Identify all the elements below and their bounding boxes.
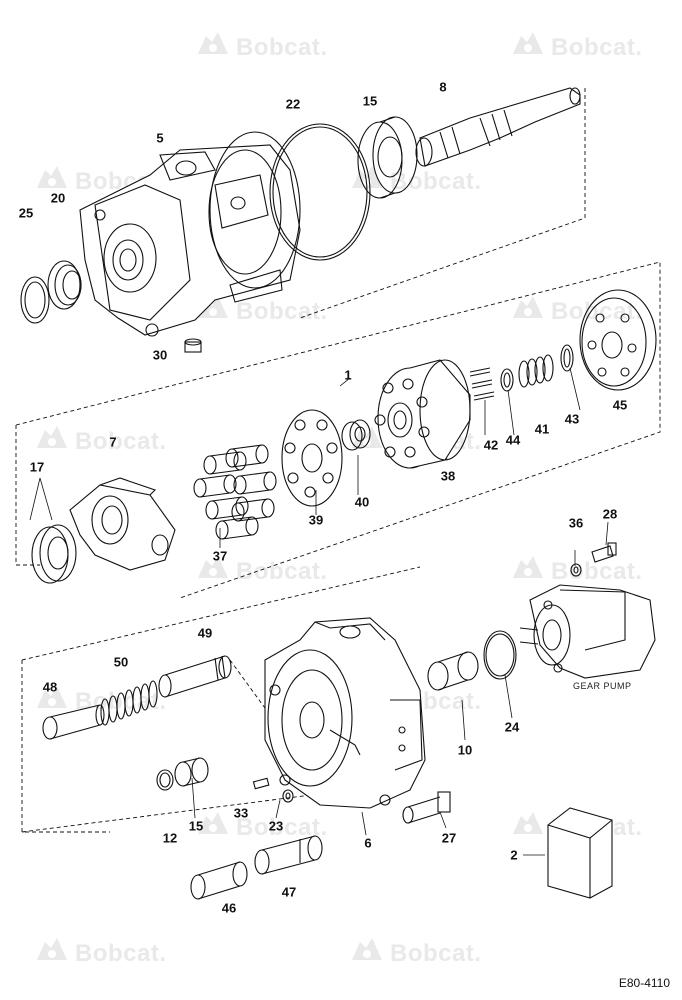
callout-label: 17 xyxy=(29,459,45,475)
watermark-brand: Bobcat. xyxy=(236,34,328,61)
part-pin-33 xyxy=(252,777,270,790)
callout-label: 28 xyxy=(602,506,618,522)
part-retainer-plate-39 xyxy=(281,409,343,507)
gear-pump-caption: GEAR PUMP xyxy=(573,681,632,691)
callout-label: 39 xyxy=(308,512,324,528)
callout-label: 38 xyxy=(440,468,456,484)
callout-label: 45 xyxy=(612,397,628,413)
leader-lines xyxy=(29,367,609,856)
part-cylinder-block-38 xyxy=(374,359,471,469)
part-ring-23 xyxy=(282,789,294,803)
part-bearing-15 xyxy=(357,116,418,199)
callout-label: 23 xyxy=(268,818,284,834)
part-ring-43 xyxy=(560,344,574,372)
part-plug-27 xyxy=(402,791,451,824)
callout-label: 48 xyxy=(42,679,58,695)
part-spring-50 xyxy=(100,680,158,726)
callout-label: 33 xyxy=(233,805,249,821)
part-washer-36 xyxy=(570,563,582,577)
part-plug-30 xyxy=(184,338,202,353)
group-boundary-dashed xyxy=(15,88,661,833)
part-shaft-8 xyxy=(415,87,581,167)
callout-label: 15 xyxy=(362,93,378,109)
part-gear-pump xyxy=(519,584,656,679)
part-pins-42 xyxy=(469,367,495,401)
part-plate-45 xyxy=(579,289,657,391)
callout-label: 50 xyxy=(113,654,129,670)
callout-label: 20 xyxy=(50,190,66,206)
callout-label: 22 xyxy=(285,96,301,112)
callout-label: 42 xyxy=(483,437,499,453)
watermark-brand: Bobcat. xyxy=(551,34,643,61)
callout-label: 1 xyxy=(344,367,352,383)
part-spool-49 xyxy=(158,655,232,698)
watermark-brand: Bobcat. xyxy=(75,428,167,455)
part-bushing-15-lower xyxy=(174,757,209,787)
part-seal-20 xyxy=(47,260,82,310)
part-ring-12 xyxy=(156,769,174,791)
callout-label: 8 xyxy=(439,79,447,95)
part-snap-ring-25 xyxy=(20,276,50,324)
part-end-cap-6 xyxy=(264,617,426,809)
callout-label: 10 xyxy=(457,742,473,758)
part-bushing-40 xyxy=(341,419,371,451)
callout-label: 47 xyxy=(281,884,297,900)
document-id: E80-4110 xyxy=(618,976,670,990)
watermark-brand: Bobcat. xyxy=(551,558,643,585)
part-housing-5 xyxy=(79,131,301,337)
watermark-brand: Bobcat. xyxy=(75,940,167,967)
part-sleeve-10 xyxy=(427,651,479,691)
watermark-brand: Bobcat. xyxy=(75,688,167,715)
callout-label: 12 xyxy=(162,830,178,846)
part-washer-44 xyxy=(500,368,514,392)
callout-label: 44 xyxy=(505,432,521,448)
part-sleeve-46 xyxy=(190,861,248,900)
callout-label: 15 xyxy=(188,818,204,834)
part-bolt-28 xyxy=(591,542,617,563)
part-swashplate-7 xyxy=(69,477,176,571)
watermark-brand: Bobcat. xyxy=(236,298,328,325)
callout-label: 24 xyxy=(504,719,520,735)
callout-label: 5 xyxy=(156,130,164,146)
part-kit-box-2 xyxy=(547,807,613,899)
callout-label: 37 xyxy=(212,548,228,564)
part-o-ring-24 xyxy=(483,630,517,680)
part-spring-41 xyxy=(518,354,554,388)
callout-label: 40 xyxy=(354,494,370,510)
callout-label: 49 xyxy=(197,625,213,641)
watermark-brand: Bobcat. xyxy=(390,940,482,967)
callout-label: 7 xyxy=(109,434,117,450)
callout-label: 2 xyxy=(510,847,518,863)
part-bearing-17 xyxy=(31,524,77,584)
watermark-brand: Bobcat. xyxy=(390,168,482,195)
callout-label: 27 xyxy=(441,830,457,846)
callout-label: 43 xyxy=(564,411,580,427)
callout-label: 6 xyxy=(364,835,372,851)
callout-label: 25 xyxy=(18,205,34,221)
callout-label: 46 xyxy=(221,900,237,916)
callout-label: 30 xyxy=(152,347,168,363)
part-pistons-37 xyxy=(193,444,277,540)
callout-label: 41 xyxy=(534,421,550,437)
part-o-ring-22 xyxy=(269,123,371,261)
part-bolt-48 xyxy=(42,704,105,740)
part-sleeve-47 xyxy=(254,835,323,875)
callout-label: 36 xyxy=(568,515,584,531)
